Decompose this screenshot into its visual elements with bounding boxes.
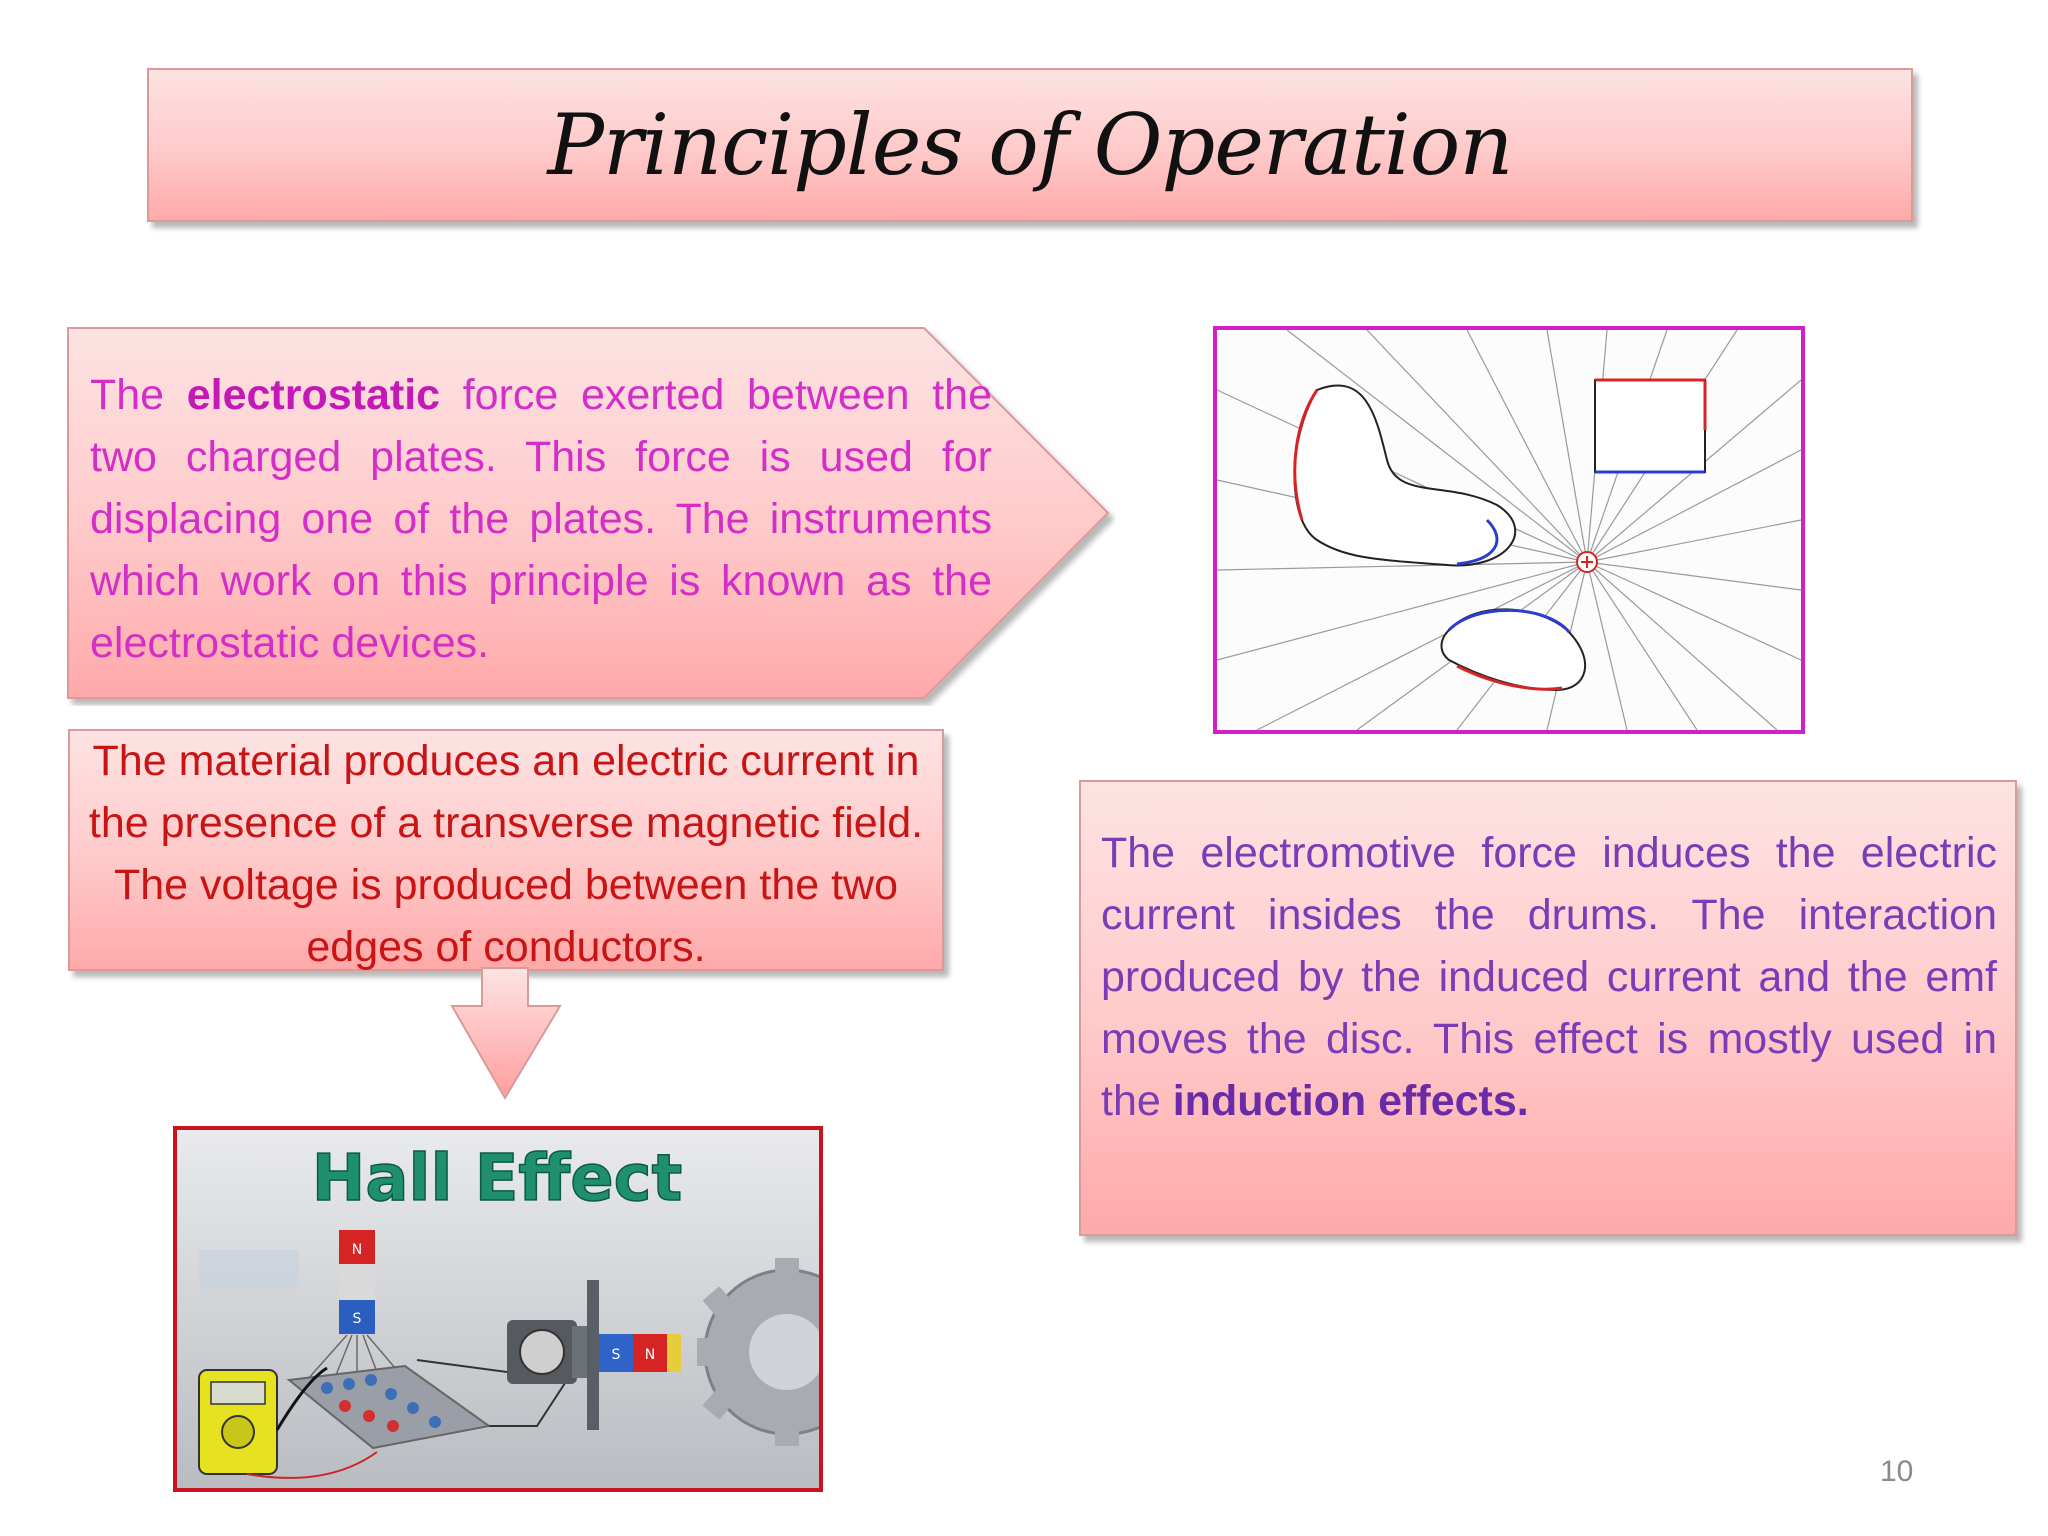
electrostatic-callout-shape bbox=[67, 327, 1110, 699]
electric-field-diagram bbox=[1217, 330, 1801, 730]
magnet-top-label: N bbox=[352, 1242, 362, 1258]
down-arrow-icon bbox=[450, 967, 562, 1100]
electrostatic-keyword: electrostatic bbox=[186, 371, 441, 419]
slide-title: Principles of Operation bbox=[547, 96, 1514, 194]
induction-keyword: induction effects. bbox=[1172, 1077, 1529, 1125]
hall-effect-text: The material produces an electric curren… bbox=[88, 737, 924, 971]
page-number: 10 bbox=[1880, 1455, 1914, 1488]
magnet-bottom-label: S bbox=[353, 1311, 362, 1327]
bar-magnet-s-label: S bbox=[612, 1347, 621, 1363]
electrostatic-text-start: The bbox=[90, 371, 187, 419]
electric-field-image bbox=[1213, 326, 1805, 734]
induction-text: The electromotive force induces the elec… bbox=[1101, 822, 1997, 1132]
title-banner: Principles of Operation bbox=[147, 68, 1913, 222]
hall-effect-image-title: Hall Effect bbox=[312, 1142, 682, 1216]
induction-text-body: The electromotive force induces the elec… bbox=[1101, 829, 1997, 1125]
electrostatic-text-rest: force exerted between the two charged pl… bbox=[90, 371, 992, 667]
hall-effect-illustration: Hall Effect N S bbox=[198, 1141, 819, 1479]
hall-effect-image: Hall Effect N S bbox=[173, 1126, 823, 1492]
induction-callout bbox=[1079, 780, 2017, 1236]
electrostatic-text: The electrostatic force exerted between … bbox=[90, 364, 992, 674]
bar-magnet-n-label: N bbox=[645, 1347, 655, 1363]
